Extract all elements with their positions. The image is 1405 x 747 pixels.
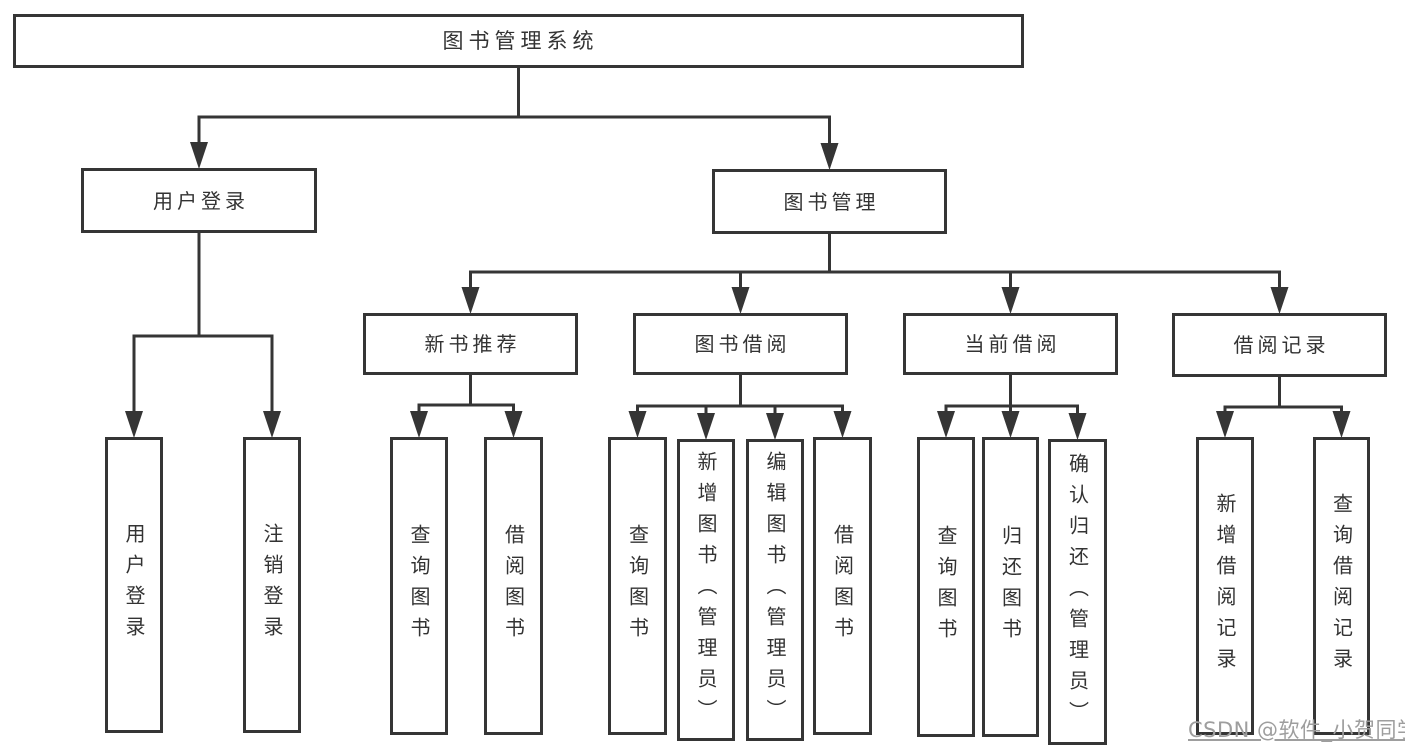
arrowhead-icon: [937, 411, 955, 438]
node-book-mgmt: 图书管理: [712, 169, 947, 234]
arrowhead-icon: [820, 143, 839, 170]
node-bb-add: 新增图书（管理员）: [677, 439, 735, 741]
node-root: 图书管理系统: [13, 14, 1024, 68]
node-cb-confirm: 确认归还（管理员）: [1048, 439, 1107, 745]
arrowhead-icon: [833, 411, 852, 438]
arrowhead-icon: [410, 411, 428, 438]
arrowhead-icon: [1001, 411, 1020, 438]
node-new-book: 新书推荐: [363, 313, 578, 375]
node-cb-return: 归还图书: [982, 437, 1039, 737]
watermark: CSDN @软件_小贺同学: [1188, 718, 1405, 742]
arrowhead-icon: [1216, 411, 1234, 438]
arrowhead-icon: [263, 411, 281, 438]
node-bb-query: 查询图书: [608, 437, 667, 735]
arrowhead-icon: [1001, 287, 1020, 314]
arrowhead-icon: [628, 411, 647, 438]
node-nb-query: 查询图书: [390, 437, 448, 735]
arrowhead-icon: [731, 287, 750, 314]
node-cb-query: 查询图书: [917, 437, 975, 737]
node-br-query: 查询借阅记录: [1313, 437, 1370, 735]
node-borrow-record: 借阅记录: [1172, 313, 1387, 377]
node-login: 用户登录: [105, 437, 163, 733]
node-logout: 注销登录: [243, 437, 301, 733]
arrowhead-icon: [125, 411, 143, 438]
node-br-add: 新增借阅记录: [1196, 437, 1254, 735]
arrowhead-icon: [504, 411, 523, 438]
node-nb-borrow: 借阅图书: [484, 437, 543, 735]
arrowhead-icon: [766, 413, 784, 440]
node-bb-edit: 编辑图书（管理员）: [746, 439, 804, 741]
arrowhead-icon: [697, 413, 715, 440]
arrowhead-icon: [190, 142, 208, 169]
node-user-login: 用户登录: [81, 168, 317, 233]
arrowhead-icon: [1332, 411, 1351, 438]
node-current-borrow: 当前借阅: [903, 313, 1118, 375]
node-book-borrow: 图书借阅: [633, 313, 848, 375]
arrowhead-icon: [1270, 287, 1289, 314]
arrowhead-icon: [1068, 413, 1087, 440]
node-bb-borrow: 借阅图书: [813, 437, 872, 735]
arrowhead-icon: [461, 287, 480, 314]
